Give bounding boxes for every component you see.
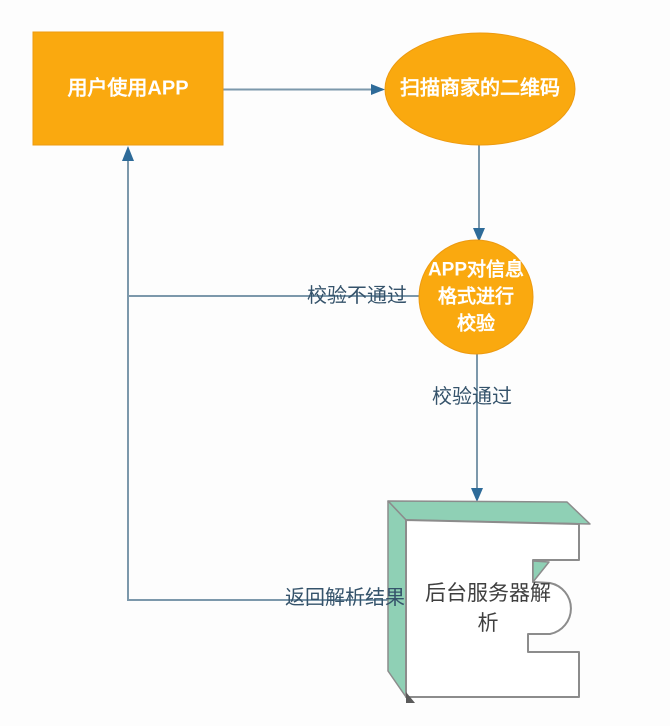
node-server-label: 后台服务器解 析 (425, 582, 551, 635)
node-server-shape (387, 500, 591, 703)
edge-validate-fail-line (127, 160, 420, 297)
node-scan-qr-label: 扫描商家的二维码 (400, 77, 560, 100)
node-validate-label: APP对信息 格式进行 校验 (427, 259, 525, 335)
edge-server-return-line (127, 296, 388, 601)
node-user-app-shape (32, 31, 224, 146)
node-user-app-label: 用户使用APP (67, 77, 189, 100)
arrowhead-down-icon (473, 228, 485, 242)
node-scan-qr-shape (384, 32, 576, 146)
edge-lines (122, 84, 485, 601)
edge-label-server-return: 返回解析结果 (285, 587, 405, 609)
server-bottom-tip (406, 692, 415, 703)
edge-label-validate-pass: 校验通过 (432, 386, 512, 408)
arrowhead-right-icon (371, 84, 385, 95)
edge-label-validate-fail: 校验不通过 (307, 285, 407, 307)
server-notch-face (532, 560, 550, 583)
arrowhead-down2-icon (471, 488, 483, 502)
arrowhead-up-icon (122, 146, 134, 161)
node-validate-shape (418, 239, 534, 355)
server-front-face (405, 519, 580, 698)
